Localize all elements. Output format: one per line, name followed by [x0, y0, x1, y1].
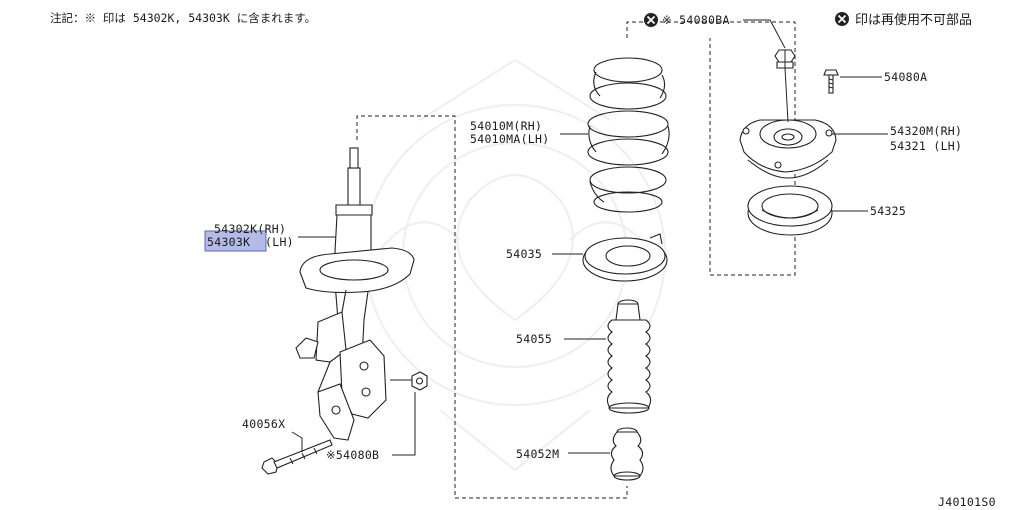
label-40056X: 40056X [242, 417, 285, 431]
highlight-54303K[interactable] [204, 230, 267, 252]
part-54320M-mount-insulator[interactable] [739, 119, 837, 179]
label-54302K: 54302K(RH) [214, 222, 286, 236]
label-54055: 54055 [516, 332, 552, 346]
part-54010M-coil-spring[interactable] [587, 57, 670, 213]
part-54080B-nut[interactable] [411, 371, 428, 391]
legend-text: 印は再使用不可部品 [855, 12, 972, 28]
watermark-emblem [363, 58, 667, 472]
part-54080BA-nut[interactable] [774, 49, 796, 69]
part-54035-spring-seat[interactable] [582, 233, 668, 282]
label-54010M: 54010M(RH) [470, 119, 542, 133]
label-54320M: 54320M(RH) [890, 124, 962, 138]
label-54321: 54321 (LH) [890, 139, 962, 153]
diagram-code: J40101S0 [938, 495, 996, 509]
label-54303K: 54303K [207, 235, 250, 249]
label-54303K-suffix: (LH) [265, 235, 294, 249]
legend: 印は再使用不可部品 [835, 12, 972, 28]
label-54052M: 54052M [516, 447, 559, 461]
part-54080A-bolt[interactable] [823, 69, 839, 94]
part-54325-bearing[interactable] [747, 185, 833, 236]
part-40056X-bolt[interactable] [261, 439, 333, 475]
part-54052M-bump-stop[interactable] [610, 427, 644, 481]
label-54035: 54035 [506, 247, 542, 261]
header-note: 注記：※ 印は 54302K, 54303K に含まれます。 [50, 11, 316, 25]
part-54055-dust-boot[interactable] [606, 299, 652, 414]
label-54080A: 54080A [884, 70, 927, 84]
label-54080BA: ※ 54080BA [662, 13, 730, 27]
label-54080B: ※54080B [326, 448, 379, 462]
label-54010MA: 54010MA(LH) [470, 132, 549, 146]
strut-group-bracket [356, 115, 628, 499]
part-strut-assembly[interactable] [295, 147, 415, 441]
label-54325: 54325 [870, 204, 906, 218]
